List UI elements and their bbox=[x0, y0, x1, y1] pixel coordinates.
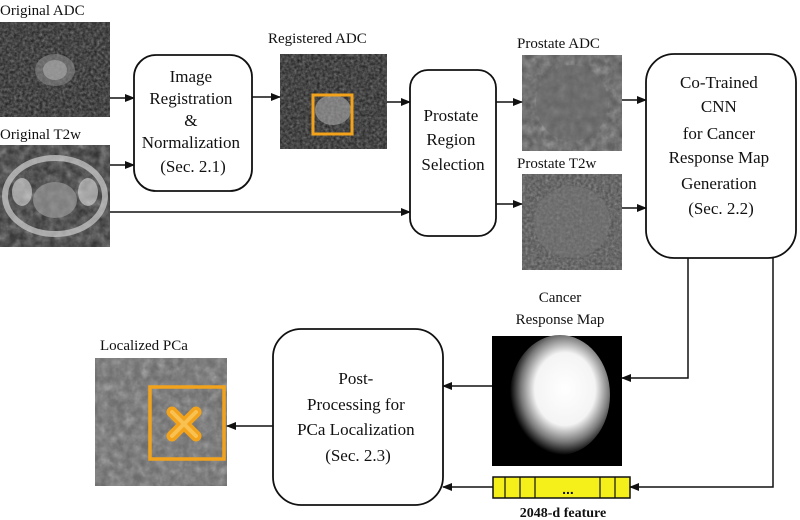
cancer-response-map-image bbox=[492, 335, 622, 466]
registration-box-text: Image Registration & Normalization (Sec.… bbox=[142, 67, 244, 176]
registration-box: Image Registration & Normalization (Sec.… bbox=[133, 54, 253, 192]
label-cancer-map-1: Cancer bbox=[539, 290, 581, 306]
label-original-t2w: Original T2w bbox=[0, 127, 81, 143]
label-prostate-t2w: Prostate T2w bbox=[517, 156, 596, 172]
label-prostate-adc: Prostate ADC bbox=[517, 36, 600, 52]
label-original-adc: Original ADC bbox=[0, 3, 85, 19]
post-processing-box: Post- Processing for PCa Localization (S… bbox=[272, 328, 444, 506]
cnn-box-text: Co-Trained CNN for Cancer Response Map G… bbox=[669, 73, 774, 218]
label-registered-adc: Registered ADC bbox=[268, 31, 367, 47]
post-processing-box-text: Post- Processing for PCa Localization (S… bbox=[297, 369, 419, 465]
prostate-t2w-image bbox=[522, 174, 622, 270]
original-adc-image bbox=[0, 22, 110, 117]
selection-box: Prostate Region Selection bbox=[409, 69, 497, 237]
arrow-cnn-to-feature bbox=[629, 258, 774, 491]
label-feature: 2048-d feature bbox=[520, 506, 606, 520]
cancer-marker-icon bbox=[166, 406, 202, 442]
flow-arrows bbox=[110, 93, 774, 491]
cnn-box: Co-Trained CNN for Cancer Response Map G… bbox=[645, 53, 797, 259]
localization-box bbox=[148, 385, 226, 461]
registered-adc-image bbox=[280, 54, 387, 149]
feature-dots: ... bbox=[562, 481, 574, 497]
label-localized-pca: Localized PCa bbox=[100, 338, 188, 354]
feature-vector-bar: ... bbox=[492, 476, 631, 499]
prostate-adc-image bbox=[522, 55, 622, 151]
original-t2w-image bbox=[0, 145, 110, 247]
selection-box-text: Prostate Region Selection bbox=[421, 106, 485, 174]
roi-box bbox=[311, 93, 354, 136]
arrow-cnn-to-response-map bbox=[621, 258, 689, 382]
label-cancer-map-2: Response Map bbox=[516, 312, 605, 328]
localized-pca-image bbox=[95, 358, 227, 486]
